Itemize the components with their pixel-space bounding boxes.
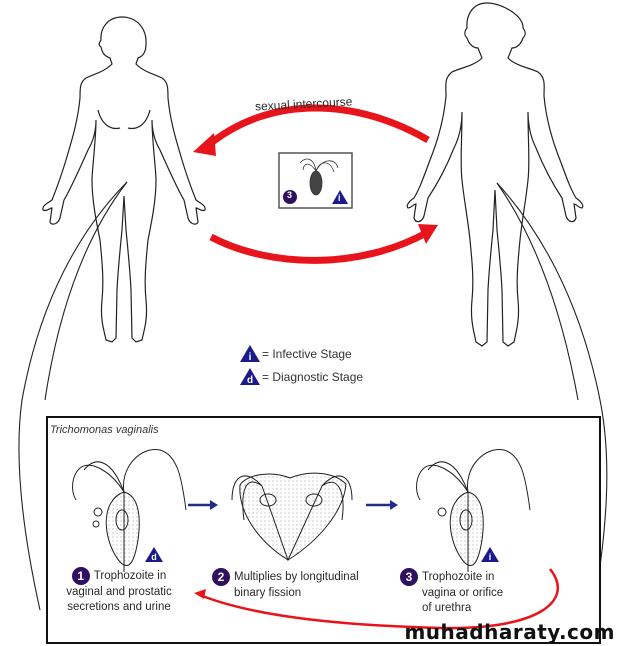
- svg-text:i: i: [489, 552, 492, 562]
- trophozoite-3-illustration: [416, 449, 531, 572]
- step-1-number-badge: 1: [71, 567, 90, 585]
- step-2: 2 Multiplies by longitudinal binary fissi…: [212, 568, 372, 601]
- step-2-number-badge: 2: [212, 568, 230, 586]
- arrow-male-to-female-head: [193, 133, 216, 156]
- step-3-line1: Trophozoite in: [422, 571, 495, 584]
- step-3-line3: of urethra: [422, 602, 472, 614]
- inset-stage-number-badge: [283, 190, 297, 204]
- return-arrow-3-to-1: [199, 568, 559, 630]
- arrow-female-to-male-head: [418, 224, 438, 244]
- inset-infective-marker-icon: [332, 190, 348, 204]
- step-arrow-2-to-3: [366, 500, 398, 510]
- arrow-male-to-female: [202, 104, 430, 151]
- male-body-outline: [406, 2, 584, 347]
- step-3: 3 Trophozoite in vagina or orifice of ure…: [400, 568, 520, 616]
- svg-text:i: i: [249, 352, 252, 363]
- trophozoite-1-illustration: [72, 449, 187, 572]
- step-2-line1: Multiplies by longitudinal: [234, 571, 359, 584]
- inset-stage-marker: i: [338, 193, 341, 203]
- infective-stage-marker-icon: [481, 547, 499, 562]
- diagnostic-stage-marker-icon: [145, 547, 163, 562]
- legend-infective-label: = Infective Stage: [262, 347, 352, 361]
- female-pointer-lines: [18, 181, 128, 611]
- watermark: muhadharaty.com: [404, 620, 615, 644]
- legend-diagnostic-label: = Diagnostic Stage: [262, 370, 364, 384]
- step-1-line2: vaginal and prostatic: [66, 586, 172, 598]
- arrow-female-to-male: [209, 228, 430, 264]
- legend-diagnostic: = Diagnostic Stage: [262, 370, 363, 384]
- trophozoite-2-dividing-illustration: [231, 472, 353, 562]
- step-3-number-badge: 3: [400, 568, 418, 586]
- inset-stage-number: 3: [287, 190, 293, 200]
- step-arrow-1-to-2: [188, 500, 218, 510]
- trophozoite-icon: [299, 158, 339, 196]
- transmission-inset-box: [278, 152, 353, 209]
- svg-text:d: d: [151, 552, 157, 562]
- legend-diagnostic-icon: [240, 368, 260, 385]
- return-arrow-head: [194, 589, 206, 599]
- step-1-line3: secretions and urine: [67, 601, 171, 613]
- legend-infective-icon: [240, 345, 260, 362]
- female-body-outline: [42, 16, 206, 343]
- step-3-line2: vagina or orifice: [422, 587, 504, 599]
- legend-infective: = Infective Stage: [262, 347, 352, 361]
- step-1-line1: Trophozoite in: [93, 570, 167, 583]
- step-2-line2: binary fission: [234, 587, 302, 599]
- organism-name: Trichomonas vaginalis: [50, 424, 159, 436]
- male-pointer-lines: [496, 182, 608, 631]
- svg-text:d: d: [247, 375, 253, 386]
